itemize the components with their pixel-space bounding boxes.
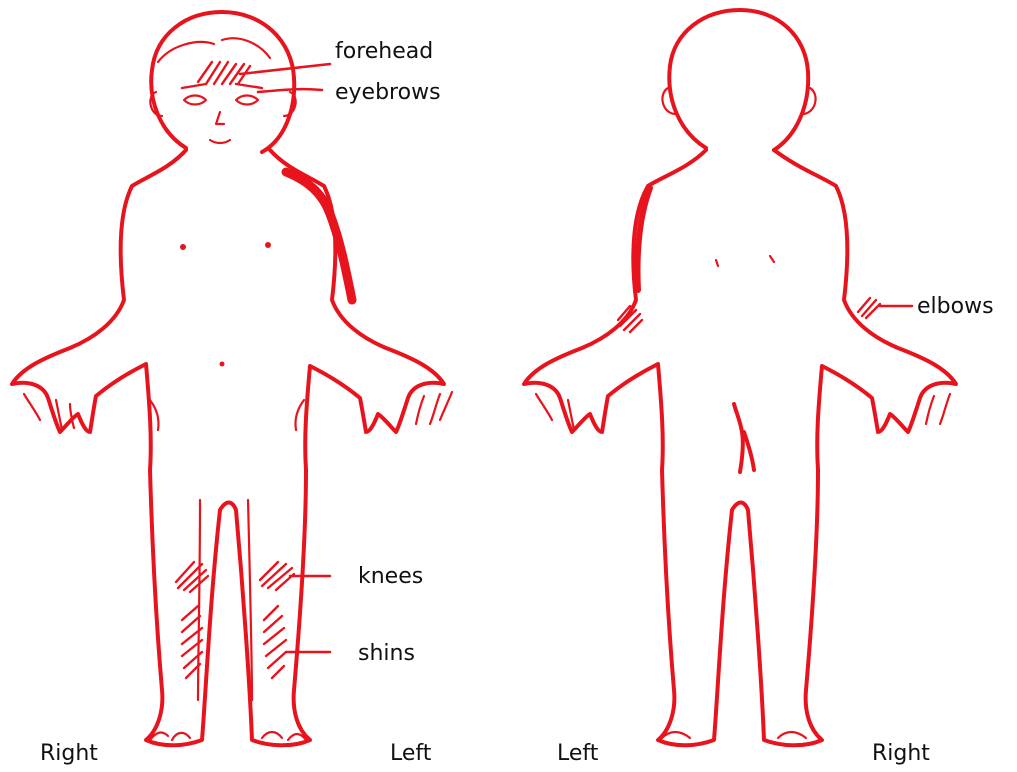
back-figure (524, 10, 956, 745)
shin-rash-left (264, 606, 286, 678)
knees-label: knees (358, 564, 423, 589)
elbows-label: elbows (917, 294, 994, 319)
front-nipple-left (265, 242, 271, 248)
front-nose (216, 112, 224, 124)
front-shoulder-shading (286, 172, 352, 300)
back-right-foot (778, 732, 806, 738)
knee-rash-right (176, 562, 208, 592)
back-spine-mark (716, 256, 774, 266)
front-eye-right (184, 96, 206, 105)
eyebrows-label: eyebrows (335, 80, 441, 105)
front-right-side-label: Right (40, 741, 98, 766)
back-torso-outline (524, 150, 956, 745)
front-eye-left (236, 96, 258, 105)
front-hip-line-left (295, 400, 304, 430)
front-mouth (210, 140, 230, 143)
leader-lines (240, 64, 912, 652)
front-navel (220, 362, 225, 367)
front-right-foot (150, 733, 190, 740)
back-left-hand (926, 394, 950, 424)
front-leg-inner-right (198, 500, 200, 700)
forehead-leader (240, 64, 330, 74)
front-hair-line (158, 38, 270, 62)
forehead-label: forehead (335, 39, 433, 64)
front-left-foot (262, 732, 306, 740)
back-head-outline (669, 10, 808, 150)
front-left-side-label: Left (390, 741, 432, 766)
front-left-hand (416, 392, 452, 424)
elbow-rash-right (858, 298, 880, 318)
back-left-side-label: Left (557, 741, 599, 766)
back-right-side-label: Right (872, 741, 930, 766)
back-buttock-cleft (734, 404, 754, 472)
front-figure (12, 12, 452, 745)
front-nipple-right (180, 244, 186, 250)
shins-label: shins (358, 641, 415, 666)
